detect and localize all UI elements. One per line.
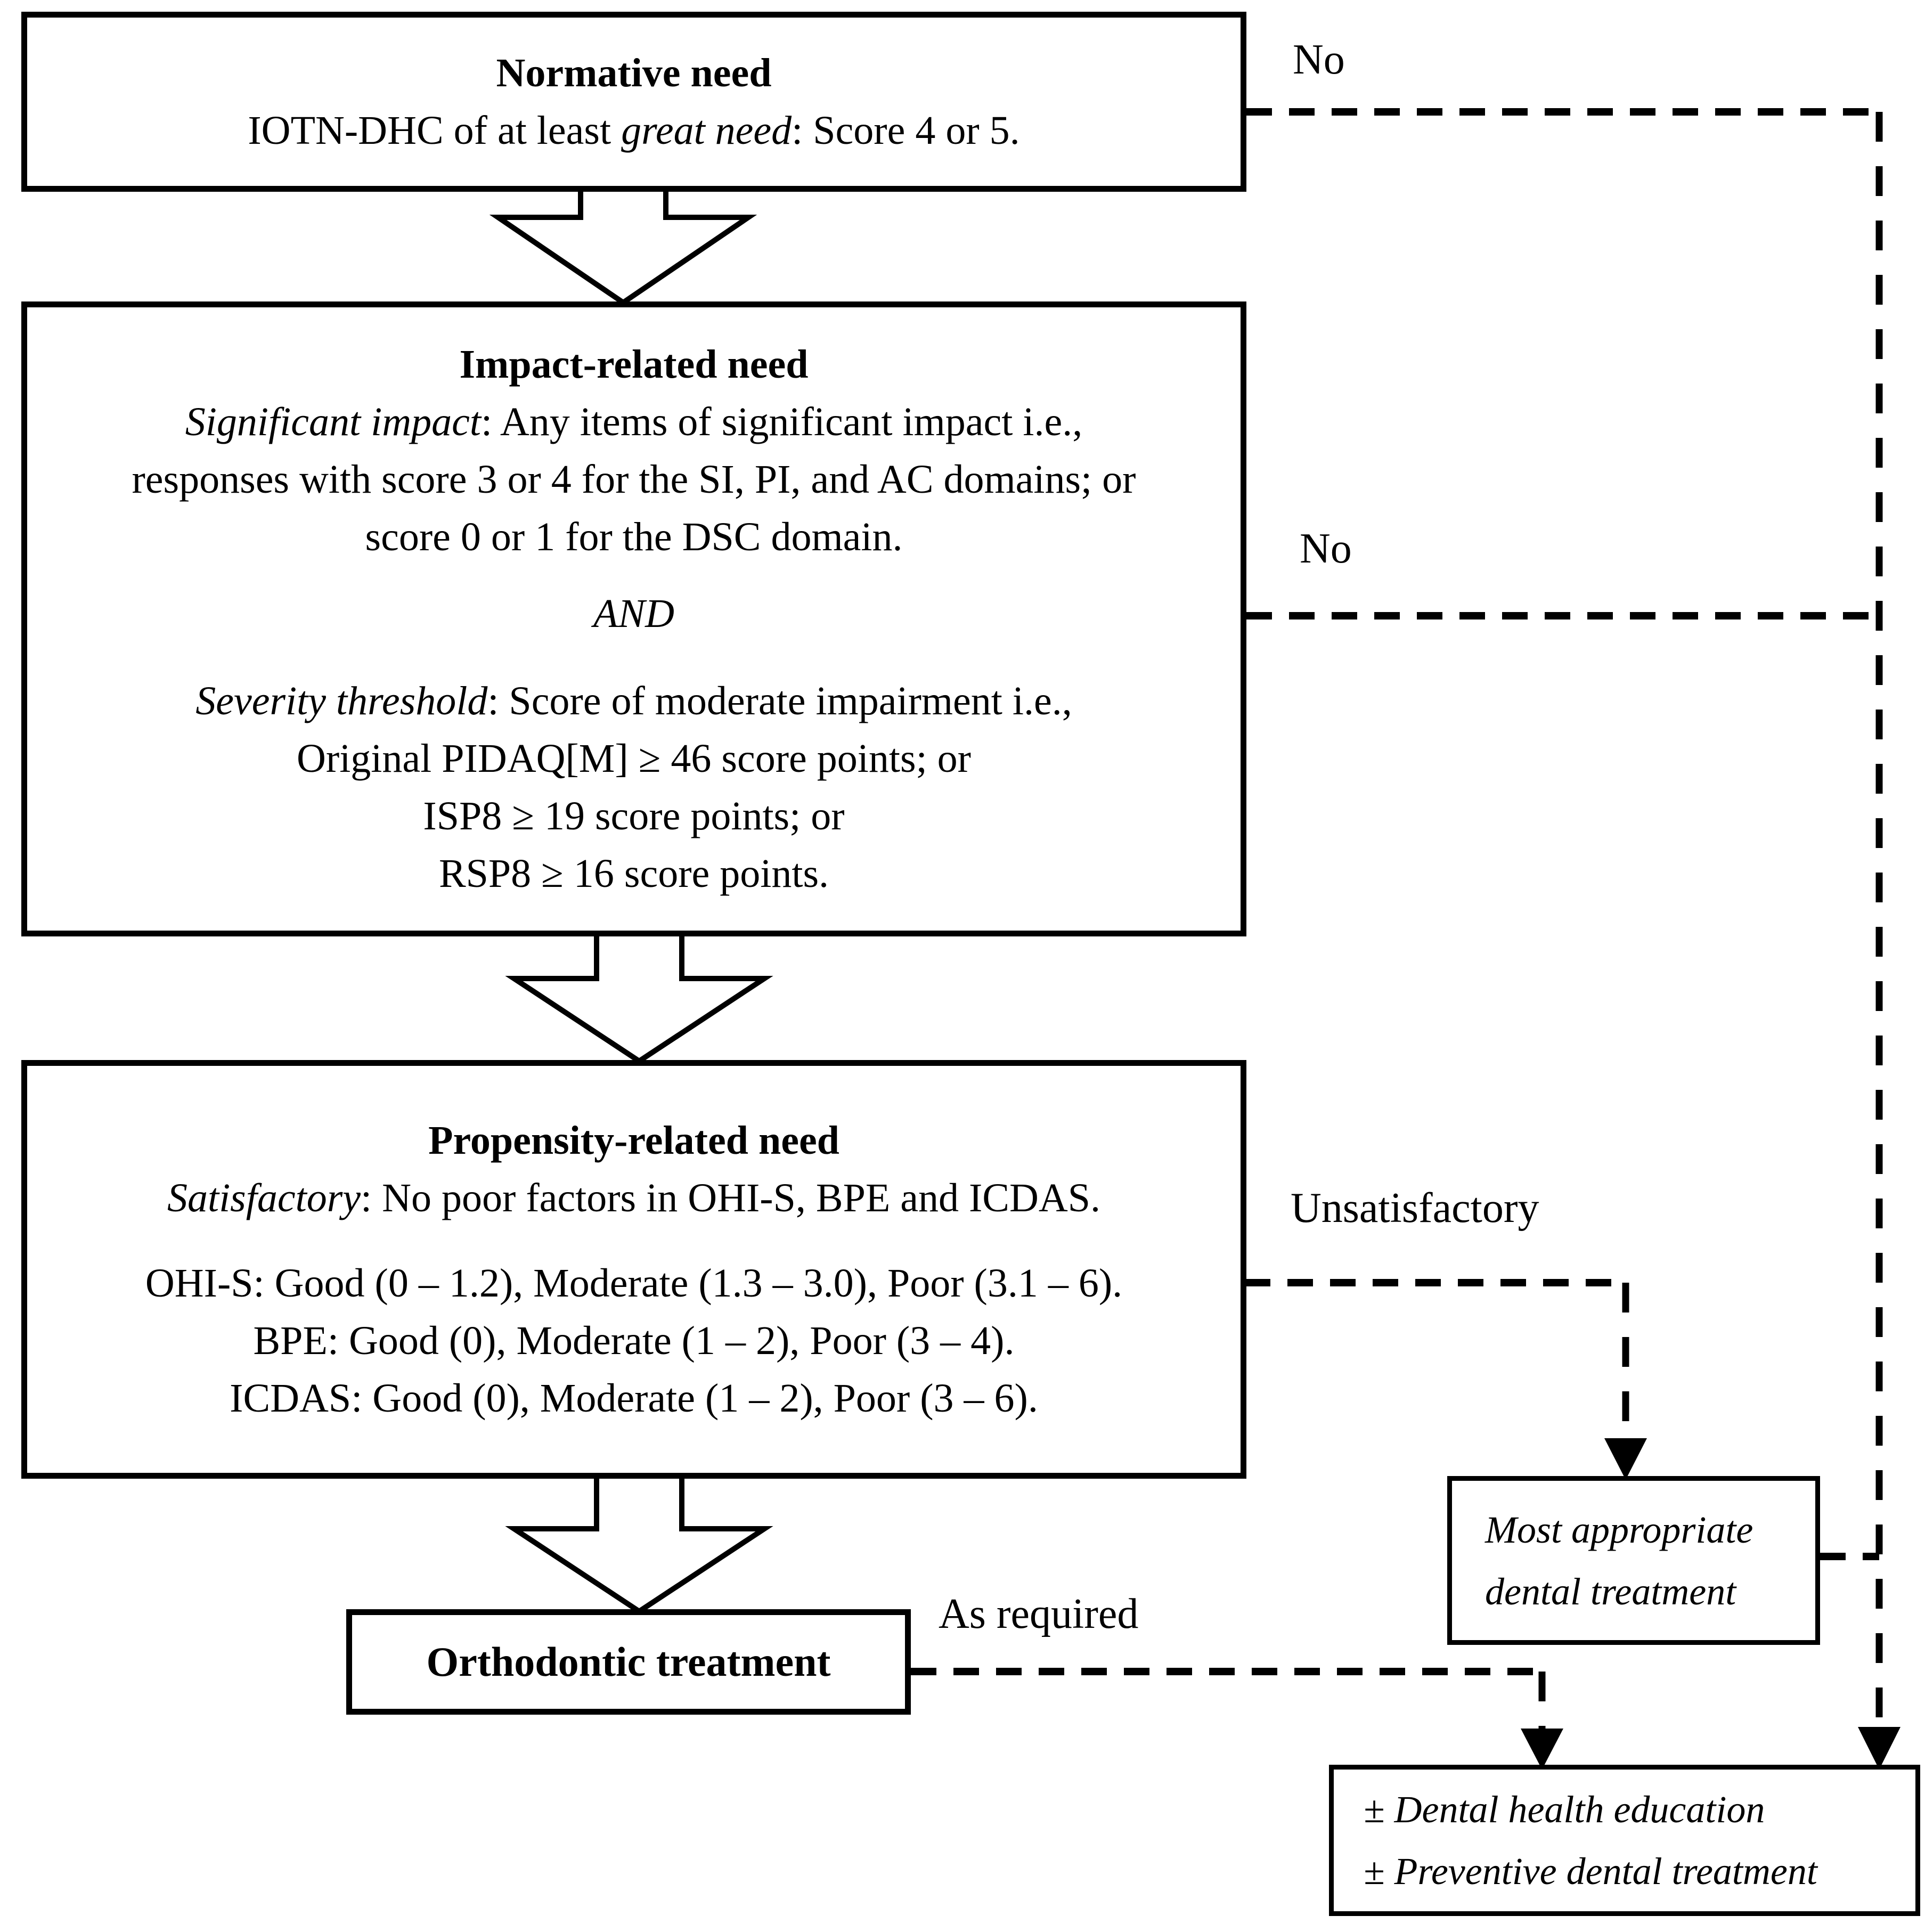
propensity-need-title: Propensity-related need <box>428 1118 839 1163</box>
normative-criteria-italic: great need <box>621 108 792 153</box>
significant-impact-label: Significant impact <box>185 400 481 444</box>
significant-impact-line3: score 0 or 1 for the DSC domain. <box>365 515 903 559</box>
satisfactory-line-rest: : No poor factors in OHI-S, BPE and ICDA… <box>361 1176 1101 1220</box>
as-required-arrowhead <box>1521 1729 1563 1770</box>
severity-threshold-line4: RSP8 ≥ 16 score points. <box>438 851 829 896</box>
and-connector-text: AND <box>593 591 674 636</box>
most-appropriate-treatment-box: Most appropriate dental treatment <box>1447 1476 1820 1645</box>
outcome-line2: ± Preventive dental treatment <box>1364 1850 1817 1893</box>
normative-criteria-post: : Score 4 or 5. <box>792 108 1020 153</box>
icdas-scale-line: ICDAS: Good (0), Moderate (1 – 2), Poor … <box>230 1376 1038 1421</box>
down-block-arrow-3 <box>505 1472 773 1615</box>
severity-threshold-line2: Original PIDAQ[M] ≥ 46 score points; or <box>297 736 971 781</box>
significant-impact-line1: Significant impact: Any items of signifi… <box>185 393 1082 451</box>
most-appropriate-line2: dental treatment <box>1485 1570 1736 1613</box>
ohis-scale-line: OHI-S: Good (0 – 1.2), Moderate (1.3 – 3… <box>145 1261 1123 1306</box>
unsatisfactory-label: Unsatisfactory <box>1291 1185 1539 1232</box>
down-block-arrow-1 <box>489 184 757 306</box>
impact-related-need-box: Impact-related need Significant impact: … <box>21 301 1246 936</box>
severity-threshold-line1: Severity threshold: Score of moderate im… <box>195 672 1072 730</box>
outcome-line1: ± Dental health education <box>1364 1788 1765 1831</box>
propensity-related-need-box: Propensity-related need Satisfactory: No… <box>21 1060 1246 1479</box>
severity-threshold-label: Severity threshold <box>195 679 488 723</box>
severity-threshold-line1-rest: : Score of moderate impairment i.e., <box>487 679 1072 723</box>
right-rail-arrowhead <box>1858 1727 1900 1770</box>
orthodontic-treatment-title: Orthodontic treatment <box>426 1638 831 1685</box>
no-label-middle: No <box>1300 525 1352 572</box>
no-label-top: No <box>1293 36 1345 83</box>
satisfactory-label: Satisfactory <box>167 1176 361 1220</box>
impact-need-title: Impact-related need <box>459 342 809 387</box>
most-appropriate-line1: Most appropriate <box>1485 1508 1753 1551</box>
bpe-scale-line: BPE: Good (0), Moderate (1 – 2), Poor (3… <box>253 1318 1015 1363</box>
normative-need-criteria: IOTN-DHC of at least great need: Score 4… <box>248 102 1019 159</box>
significant-impact-line2: responses with score 3 or 4 for the SI, … <box>132 457 1136 502</box>
as-required-label: As required <box>939 1591 1139 1637</box>
significant-impact-line1-rest: : Any items of significant impact i.e., <box>480 400 1083 444</box>
satisfactory-line: Satisfactory: No poor factors in OHI-S, … <box>167 1169 1100 1227</box>
down-block-arrow-2 <box>505 930 773 1064</box>
outcome-box: ± Dental health education ± Preventive d… <box>1329 1765 1920 1916</box>
unsatisfactory-arrowhead <box>1604 1438 1647 1480</box>
severity-threshold-line3: ISP8 ≥ 19 score points; or <box>423 794 845 838</box>
normative-need-box: Normative need IOTN-DHC of at least grea… <box>21 12 1246 192</box>
normative-criteria-pre: IOTN-DHC of at least <box>248 108 622 153</box>
normative-need-title: Normative need <box>496 51 772 95</box>
orthodontic-treatment-box: Orthodontic treatment <box>346 1609 911 1715</box>
